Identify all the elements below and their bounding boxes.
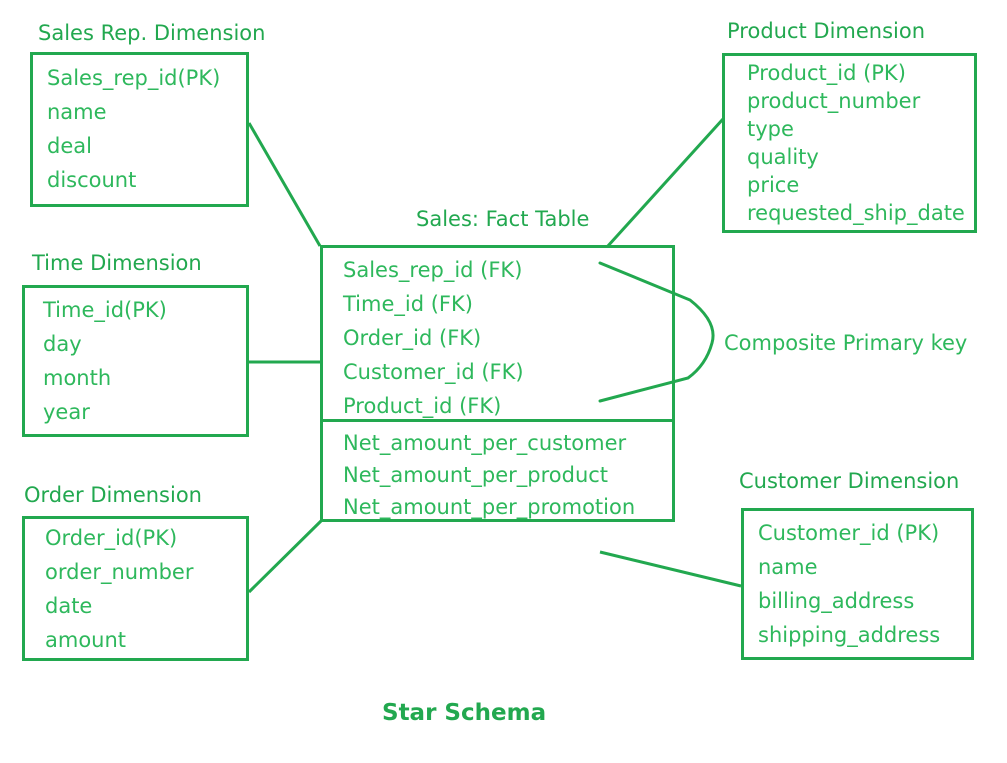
entity-box-order[interactable]: Order_id(PK) order_number date amount — [22, 516, 249, 661]
field-list-time: Time_id(PK) day month year — [25, 288, 246, 429]
field-item: year — [43, 400, 90, 424]
composite-primary-key-label: Composite Primary key — [724, 331, 968, 355]
field-item: Product_id (FK) — [343, 394, 502, 418]
field-item: Net_amount_per_product — [343, 463, 609, 487]
connector-order-to-fact — [247, 519, 323, 594]
field-item: price — [747, 173, 800, 197]
field-list-sales-rep: Sales_rep_id(PK) name deal discount — [33, 55, 246, 197]
fact-table-measures-section[interactable]: Net_amount_per_customer Net_amount_per_p… — [320, 419, 675, 522]
field-item: Net_amount_per_promotion — [343, 495, 636, 519]
field-item: Sales_rep_id(PK) — [47, 66, 221, 90]
entity-box-sales-rep[interactable]: Sales_rep_id(PK) name deal discount — [30, 52, 249, 207]
field-item: shipping_address — [758, 623, 941, 647]
field-item: day — [43, 332, 82, 356]
field-item: Product_id (PK) — [747, 61, 906, 85]
entity-title-customer: Customer Dimension — [739, 469, 960, 493]
field-item: date — [45, 594, 93, 618]
field-item: month — [43, 366, 112, 390]
entity-title-sales-rep: Sales Rep. Dimension — [38, 21, 266, 45]
field-item: Sales_rep_id (FK) — [343, 258, 523, 282]
field-item: name — [758, 555, 818, 579]
field-item: Customer_id (PK) — [758, 521, 940, 545]
entity-box-product[interactable]: Product_id (PK) product_number type qual… — [722, 53, 977, 233]
field-item: billing_address — [758, 589, 915, 613]
entity-box-customer[interactable]: Customer_id (PK) name billing_address sh… — [741, 508, 974, 660]
entity-box-time[interactable]: Time_id(PK) day month year — [22, 285, 249, 437]
field-item: product_number — [747, 89, 921, 113]
fact-table-keys-section[interactable]: Sales_rep_id (FK) Time_id (FK) Order_id … — [320, 245, 675, 422]
field-item: requested_ship_date — [747, 201, 965, 225]
entity-title-product: Product Dimension — [727, 19, 926, 43]
field-list-fact-keys: Sales_rep_id (FK) Time_id (FK) Order_id … — [323, 248, 672, 423]
connector-customer-to-fact — [599, 550, 742, 588]
field-item: order_number — [45, 560, 194, 584]
field-list-fact-measures: Net_amount_per_customer Net_amount_per_p… — [323, 422, 672, 523]
field-list-order: Order_id(PK) order_number date amount — [25, 519, 246, 657]
entity-title-time: Time Dimension — [32, 251, 202, 275]
field-item: Time_id(PK) — [43, 298, 167, 322]
field-list-customer: Customer_id (PK) name billing_address sh… — [744, 511, 971, 652]
field-item: deal — [47, 134, 92, 158]
connector-sales-rep-to-fact — [247, 122, 322, 247]
field-item: Net_amount_per_customer — [343, 431, 627, 455]
field-item: amount — [45, 628, 127, 652]
connector-product-to-fact — [605, 117, 725, 249]
entity-title-fact-table: Sales: Fact Table — [416, 207, 590, 231]
field-item: discount — [47, 168, 137, 192]
field-list-product: Product_id (PK) product_number type qual… — [725, 56, 974, 227]
field-item: Order_id(PK) — [45, 526, 178, 550]
field-item: Time_id (FK) — [343, 292, 473, 316]
diagram-caption: Star Schema — [382, 700, 547, 726]
field-item: quality — [747, 145, 819, 169]
entity-title-order: Order Dimension — [24, 483, 202, 507]
field-item: type — [747, 117, 794, 141]
field-item: Order_id (FK) — [343, 326, 482, 350]
field-item: Customer_id (FK) — [343, 360, 524, 384]
field-item: name — [47, 100, 107, 124]
